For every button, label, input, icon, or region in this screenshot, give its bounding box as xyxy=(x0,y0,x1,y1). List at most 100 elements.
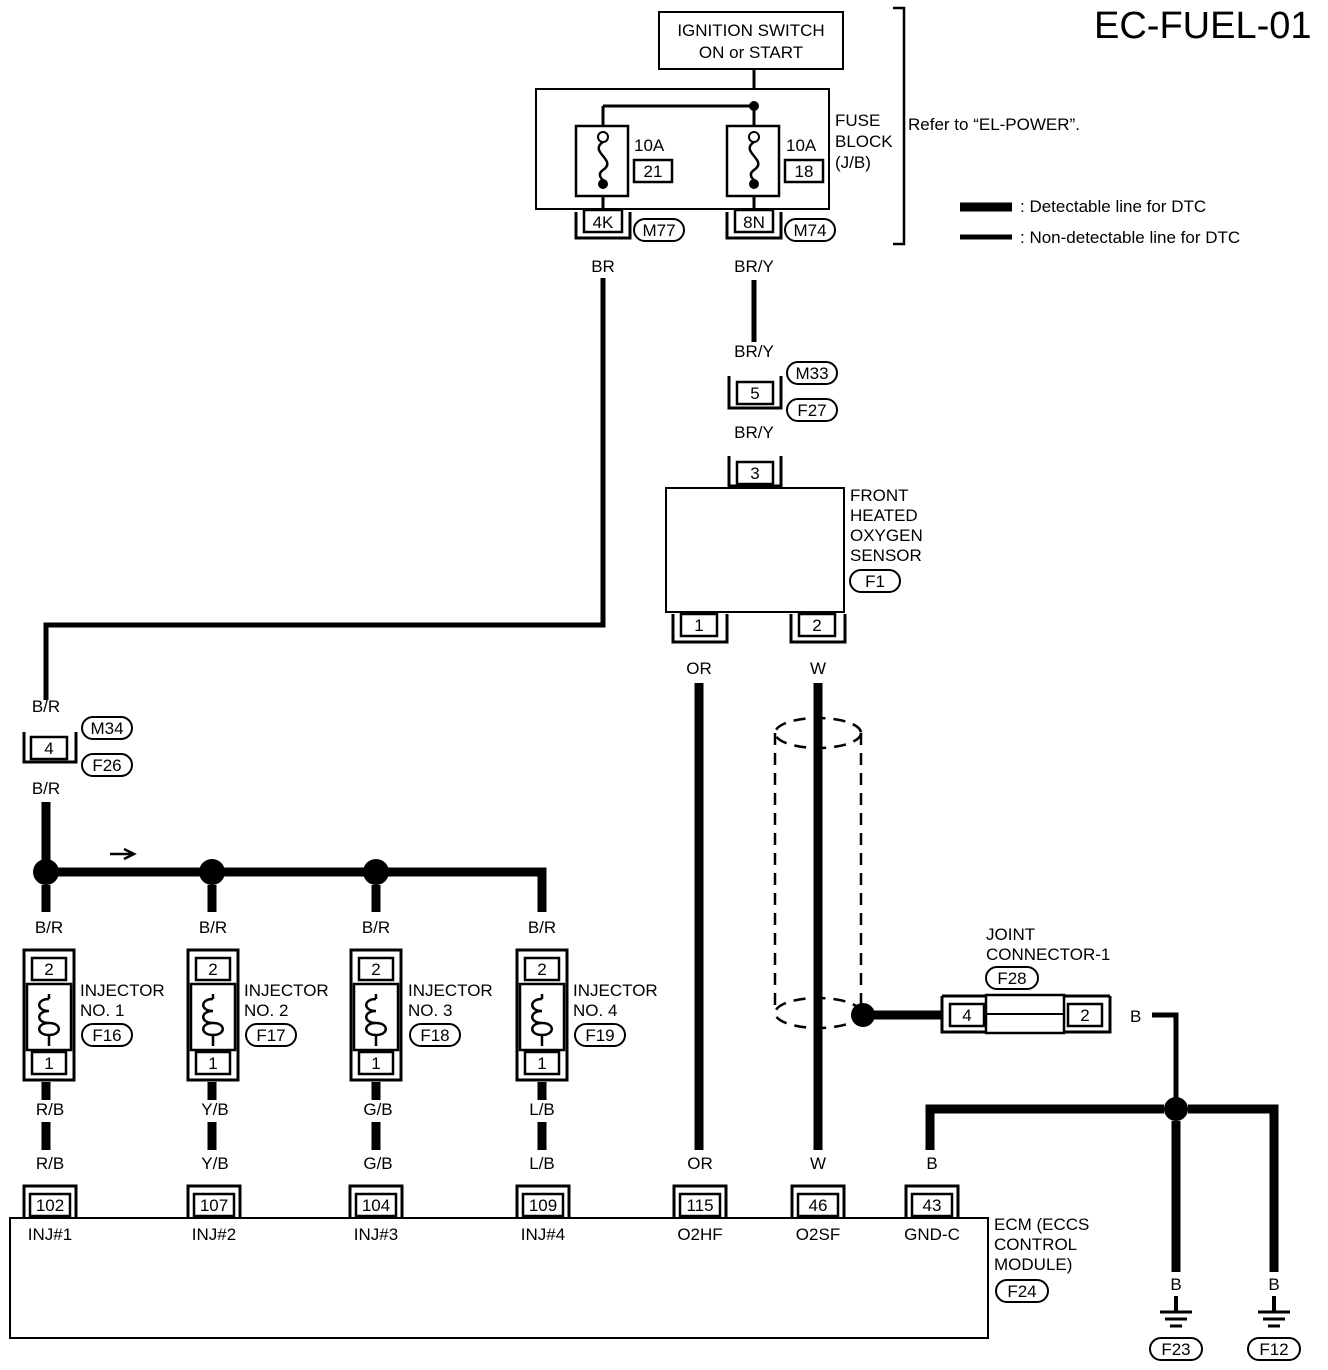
bus-splices xyxy=(33,859,389,885)
inj2-label-1: INJECTOR xyxy=(244,981,329,1000)
wire-ground-f12 xyxy=(1188,1104,1279,1272)
wire-bry-label: BR/Y xyxy=(734,257,774,276)
ecm-label-inj2: INJ#2 xyxy=(192,1225,236,1244)
coil-icon xyxy=(531,997,553,1040)
ecm-connector-badge xyxy=(995,1279,1049,1303)
ecm-label-inj4: INJ#4 xyxy=(521,1225,565,1244)
connector-m33: 5 M33 F27 xyxy=(727,361,838,422)
joint-connector-1: JOINT CONNECTOR-1 F28 4 2 xyxy=(940,925,1112,1035)
inj1-wire-top: B/R xyxy=(35,918,63,937)
inj4-pin-bottom: 1 xyxy=(537,1054,546,1073)
inj3-label-2: NO. 3 xyxy=(408,1001,452,1020)
coil-icon xyxy=(365,997,387,1040)
joint-label-2: CONNECTOR-1 xyxy=(986,945,1110,964)
joint-pin-2: 2 xyxy=(1080,1006,1089,1025)
m33-connector-label: M33 xyxy=(795,364,828,383)
fuse-18: 10A 18 xyxy=(725,124,825,198)
fuse-21: 10A 21 xyxy=(574,124,674,198)
wire-joint-ground xyxy=(1152,1012,1179,1108)
ecm-label-o2sf: O2SF xyxy=(796,1225,840,1244)
front-heated-oxygen-sensor: 3 FRONT HEATED OXYGEN SENSOR F1 1 2 xyxy=(665,456,923,644)
m33-wire-bottom: BR/Y xyxy=(734,423,774,442)
wire-br-label: BR xyxy=(591,257,615,276)
m34-connector-label: M34 xyxy=(90,719,123,738)
inj2-wire-top: B/R xyxy=(199,918,227,937)
injector-3: B/R 2 1 INJECTOR NO. 3 F18 xyxy=(349,918,493,1082)
ecm-pin-46: 46 xyxy=(809,1196,828,1215)
inj2-pin-top: 2 xyxy=(208,960,217,979)
inj2-pin-bottom: 1 xyxy=(208,1054,217,1073)
ecm-pin-107: 107 xyxy=(200,1196,228,1215)
fuse-block-label-2: BLOCK xyxy=(835,132,893,151)
ground-f23-label: F23 xyxy=(1161,1340,1190,1359)
inj3-wire-top: B/R xyxy=(362,918,390,937)
inj3-label-1: INJECTOR xyxy=(408,981,493,1000)
legend: : Detectable line for DTC : Non-detectab… xyxy=(960,197,1240,247)
ecm-wire-inj1: R/B xyxy=(36,1154,64,1173)
fuse-21-rating: 10A xyxy=(634,136,665,155)
inj1-label-1: INJECTOR xyxy=(80,981,165,1000)
inj3-connector: F18 xyxy=(420,1026,449,1045)
m33-wire-top: BR/Y xyxy=(734,342,774,361)
fuse-18-number: 18 xyxy=(795,162,814,181)
injector-1: B/R 2 1 INJECTOR NO. 1 F16 xyxy=(22,918,165,1082)
ignition-switch-label-1: IGNITION SWITCH xyxy=(677,21,824,40)
wire-gnd-c xyxy=(925,1104,1164,1150)
connector-m74: 8N M74 xyxy=(725,208,836,242)
f27-connector-label: F27 xyxy=(797,401,826,420)
ecm-label-inj1: INJ#1 xyxy=(28,1225,72,1244)
inj4-wire-top: B/R xyxy=(528,918,556,937)
ecm-connectors xyxy=(22,1184,960,1218)
o2-wire-or-top: OR xyxy=(686,659,712,678)
coil-icon xyxy=(202,997,224,1040)
o2-wire-w-top: W xyxy=(810,659,826,678)
connector-m77: 4K M77 xyxy=(574,208,685,242)
ground-f12: B F12 xyxy=(1247,1275,1301,1361)
ecm-pin-102: 102 xyxy=(36,1196,64,1215)
inj1-pin-top: 2 xyxy=(44,960,53,979)
fuse-block-refer: Refer to “EL-POWER”. xyxy=(908,115,1080,134)
joint-connector-label: F28 xyxy=(997,969,1026,988)
ecm-pin-109: 109 xyxy=(529,1196,557,1215)
inj2-connector: F17 xyxy=(256,1026,285,1045)
injector-4: B/R 2 1 INJECTOR NO. 4 F19 xyxy=(515,918,658,1082)
joint-label-1: JOINT xyxy=(986,925,1035,944)
ignition-switch: IGNITION SWITCH ON or START xyxy=(658,11,844,70)
ecm-title-3: MODULE) xyxy=(994,1255,1072,1274)
ecm-label-inj3: INJ#3 xyxy=(354,1225,398,1244)
ecm-wire-o2sf: W xyxy=(810,1154,826,1173)
diagram-id: EC-FUEL-01 xyxy=(1094,5,1312,47)
inj4-label-2: NO. 4 xyxy=(573,1001,617,1020)
inj1-connector: F16 xyxy=(92,1026,121,1045)
inj1-wire-bottom: R/B xyxy=(36,1100,64,1119)
wire-br xyxy=(43,278,606,700)
current-arrow-icon xyxy=(110,847,137,861)
o2-pin-3: 3 xyxy=(750,464,759,483)
inj4-wire-bottom: L/B xyxy=(529,1100,555,1119)
fuse-21-number: 21 xyxy=(644,162,663,181)
ground-f12-label: F12 xyxy=(1259,1340,1288,1359)
ground-f12-wire: B xyxy=(1268,1275,1279,1294)
inj3-wire-bottom: G/B xyxy=(363,1100,392,1119)
pin-8n: 8N xyxy=(743,213,765,232)
ecm-wire-inj4: L/B xyxy=(529,1154,555,1173)
inj4-connector: F19 xyxy=(585,1026,614,1045)
fuse-block-label-3: (J/B) xyxy=(835,153,871,172)
legend-non-detectable: : Non-detectable line for DTC xyxy=(1020,228,1240,247)
ecm-wire-o2hf: OR xyxy=(687,1154,713,1173)
fuse-block-bracket xyxy=(893,6,906,246)
inj1-pin-bottom: 1 xyxy=(44,1054,53,1073)
connector-m74-label: M74 xyxy=(793,221,826,240)
ignition-switch-label-2: ON or START xyxy=(699,43,803,62)
coil-icon xyxy=(38,997,60,1040)
shield-splice xyxy=(851,1003,875,1027)
fuse-block-label-1: FUSE xyxy=(835,111,880,130)
o2-pin-2: 2 xyxy=(812,616,821,635)
joint-pin-4: 4 xyxy=(962,1006,971,1025)
o2-connector-label: F1 xyxy=(865,572,885,591)
connector-m34: 4 M34 F26 xyxy=(22,716,133,777)
ecm-pin-43: 43 xyxy=(923,1196,942,1215)
injector-ecm-wires xyxy=(41,1082,547,1150)
injector-drops xyxy=(41,885,381,912)
